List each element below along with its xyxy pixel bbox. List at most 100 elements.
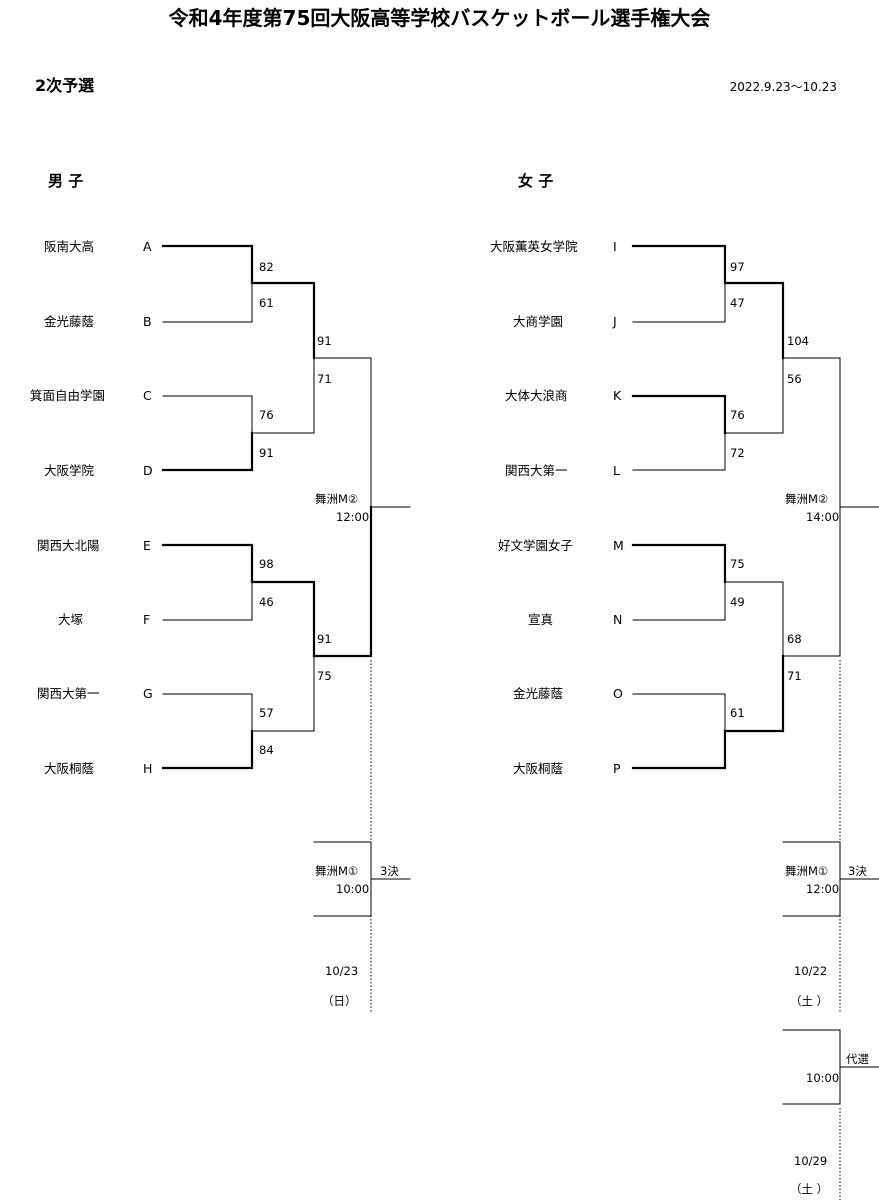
women-final-upper xyxy=(782,357,841,508)
women-final-time: 14:00 xyxy=(806,510,840,524)
women-score-n: 49 xyxy=(730,595,745,609)
women-playoff-date: 10/29 xyxy=(794,1154,828,1168)
women-semi-score-3: 68 xyxy=(787,632,802,646)
men-team-g: 関西大第一 xyxy=(37,686,100,701)
women-third-time: 12:00 xyxy=(806,882,840,896)
men-line-c xyxy=(162,395,253,434)
women-semi-top-lower xyxy=(724,357,784,434)
men-line-d xyxy=(161,431,254,472)
women-line-k xyxy=(631,394,727,435)
men-semi-score-1: 91 xyxy=(317,334,332,348)
women-team-k: 大体大浪商 xyxy=(505,388,568,403)
women-third-label: 3決 xyxy=(848,864,867,878)
men-semi-top-lower xyxy=(251,357,315,434)
men-semi-score-4: 75 xyxy=(317,669,332,683)
men-line-g xyxy=(162,693,253,732)
men-seed-d: D xyxy=(143,463,153,478)
women-third-venue: 舞洲M① xyxy=(785,864,829,878)
men-score-c: 76 xyxy=(259,408,274,422)
men-semi-score-3: 91 xyxy=(317,632,332,646)
women-semi-score-2: 56 xyxy=(787,372,802,386)
men-seed-c: C xyxy=(143,388,152,403)
women-score-p: 61 xyxy=(730,706,745,720)
women-team-n: 宣真 xyxy=(528,612,554,627)
men-day-week: （日） xyxy=(322,994,357,1008)
women-seed-j: J xyxy=(613,314,617,329)
men-seed-e: E xyxy=(143,538,151,553)
women-team-o: 金光藤蔭 xyxy=(513,686,564,701)
men-score-g: 57 xyxy=(259,706,274,720)
women-playoff-label: 代選 xyxy=(846,1052,869,1066)
men-final-time: 12:00 xyxy=(336,510,370,524)
women-line-n xyxy=(632,581,726,621)
men-seed-g: G xyxy=(143,686,153,701)
men-team-f: 大塚 xyxy=(58,612,84,627)
men-line-h xyxy=(161,729,254,770)
men-line-b xyxy=(162,282,253,323)
women-seed-l: L xyxy=(613,463,620,478)
women-score-j: 47 xyxy=(730,296,745,310)
women-third-box xyxy=(782,841,841,917)
women-team-p: 大阪桐蔭 xyxy=(513,761,564,776)
men-third-venue: 舞洲M① xyxy=(315,864,359,878)
women-score-l: 72 xyxy=(730,446,745,460)
men-score-d: 91 xyxy=(259,446,274,460)
women-seed-k: K xyxy=(613,388,622,403)
men-team-d: 大阪学院 xyxy=(44,463,95,478)
women-line-i xyxy=(631,244,727,285)
women-semi-bot-upper xyxy=(724,581,784,657)
round-subtitle: 2次予選 xyxy=(35,76,95,95)
men-score-h: 84 xyxy=(259,743,274,757)
page-title: 令和4年度第75回大阪高等学校バスケットボール選手権大会 xyxy=(168,6,711,30)
women-day-week: （土 ） xyxy=(790,994,829,1008)
women-playoff-box xyxy=(782,1029,841,1105)
men-final-venue: 舞洲M② xyxy=(315,492,359,506)
women-team-j: 大商学園 xyxy=(513,314,564,329)
men-third-label: 3決 xyxy=(380,864,399,878)
women-team-m: 好文学園女子 xyxy=(498,538,574,553)
men-score-b: 61 xyxy=(259,296,274,310)
women-line-l xyxy=(632,432,726,471)
men-semi-score-2: 71 xyxy=(317,372,332,386)
women-final-lower xyxy=(782,506,841,657)
men-score-a: 82 xyxy=(259,260,274,274)
men-seed-f: F xyxy=(143,612,151,627)
women-line-p xyxy=(631,729,727,770)
women-team-l: 関西大第一 xyxy=(505,463,568,478)
men-semi-bot-lower xyxy=(251,655,315,732)
women-score-k: 76 xyxy=(730,408,745,422)
men-final-lower xyxy=(312,505,373,658)
women-score-m: 75 xyxy=(730,557,745,571)
men-seed-h: H xyxy=(143,761,153,776)
men-team-e: 関西大北陽 xyxy=(37,538,100,553)
women-playoff-week: （土 ） xyxy=(790,1182,829,1196)
women-heading: 女 子 xyxy=(518,172,554,190)
women-semi-score-1: 104 xyxy=(787,334,809,348)
women-final-venue: 舞洲M② xyxy=(785,492,829,506)
men-heading: 男 子 xyxy=(48,172,84,190)
men-final-upper xyxy=(313,357,372,508)
men-day-date: 10/23 xyxy=(325,964,359,978)
men-line-e xyxy=(161,543,254,584)
men-third-box xyxy=(313,841,372,917)
women-day-date: 10/22 xyxy=(794,964,828,978)
date-range: 2022.9.23〜10.23 xyxy=(729,80,837,94)
women-semi-top-upper xyxy=(723,281,785,360)
men-line-f xyxy=(162,581,253,621)
women-seed-m: M xyxy=(613,538,624,553)
men-semi-top-upper xyxy=(250,281,316,360)
men-third-time: 10:00 xyxy=(336,882,370,896)
men-line-a xyxy=(161,244,254,285)
women-semi-bot-lower xyxy=(723,654,785,733)
women-seed-p: P xyxy=(613,761,621,776)
women-team-i: 大阪薫英女学院 xyxy=(490,239,578,254)
women-seed-o: O xyxy=(613,686,623,701)
women-line-j xyxy=(632,282,726,323)
men-team-h: 大阪桐蔭 xyxy=(44,761,95,776)
men-score-e: 98 xyxy=(259,557,274,571)
women-semi-score-4: 71 xyxy=(787,669,802,683)
men-score-f: 46 xyxy=(259,595,274,609)
men-semi-bot-upper xyxy=(250,580,316,658)
women-score-i: 97 xyxy=(730,260,745,274)
